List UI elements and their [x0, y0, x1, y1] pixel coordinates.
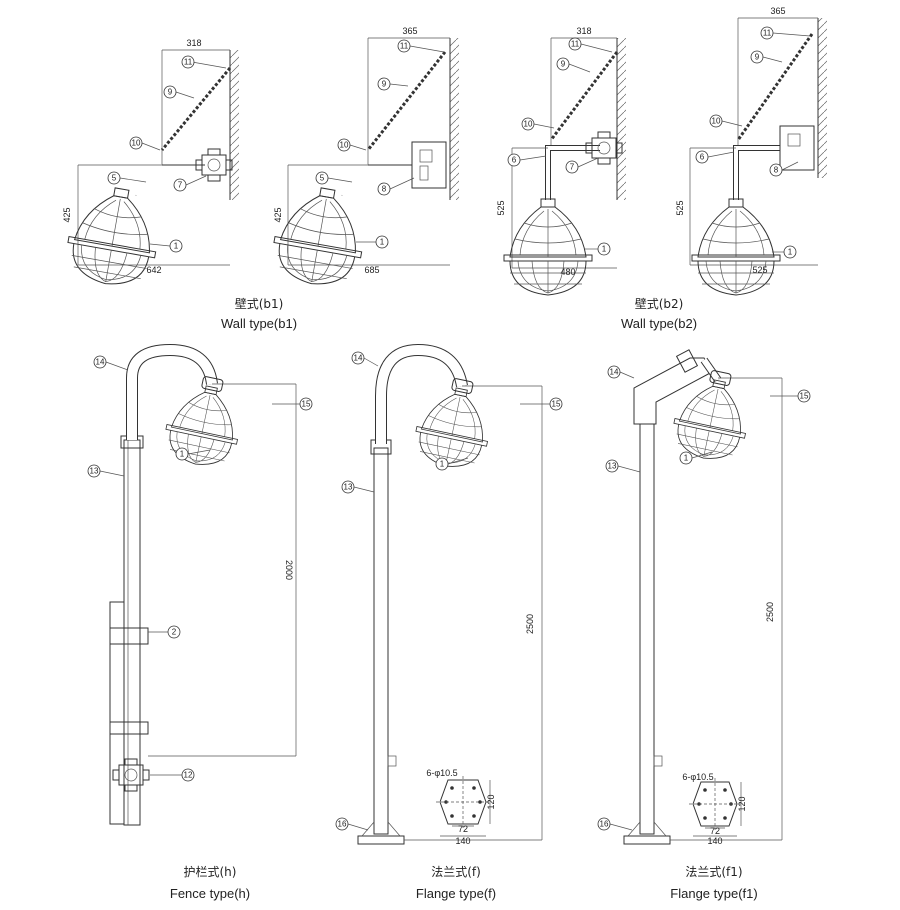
svg-text:7: 7 [178, 181, 183, 190]
svg-text:2: 2 [172, 628, 177, 637]
svg-text:1: 1 [180, 450, 185, 459]
dim-525-width: 525 [752, 265, 767, 275]
svg-text:14: 14 [96, 358, 105, 367]
dim-425-b1-alt: 425 [273, 207, 283, 222]
wall-b2-drawing [503, 37, 626, 296]
wall-b2-alt-drawing [689, 17, 827, 296]
callouts-flange: 14 15 1 13 16 [335, 351, 563, 831]
svg-text:8: 8 [382, 185, 387, 194]
callouts-b2-alt: 11 9 10 6 8 1 [695, 26, 811, 259]
caption-fence-zh: 护栏式(h) [184, 864, 237, 879]
dim-2500-f1: 2500 [765, 602, 775, 622]
svg-text:11: 11 [400, 42, 409, 51]
svg-text:9: 9 [561, 60, 566, 69]
svg-text:12: 12 [184, 771, 193, 780]
svg-text:10: 10 [712, 117, 721, 126]
svg-text:9: 9 [755, 53, 760, 62]
callouts-fence: 14 15 1 13 2 12 [87, 355, 313, 782]
svg-text:9: 9 [168, 88, 173, 97]
svg-text:7: 7 [570, 163, 575, 172]
flange-140-f1: 140 [707, 836, 722, 846]
dim-480: 480 [560, 267, 575, 277]
svg-text:1: 1 [602, 245, 607, 254]
dim-365-b2: 365 [770, 6, 785, 16]
caption-wall-b1-en: Wall type(b1) [221, 316, 297, 331]
svg-text:15: 15 [800, 392, 809, 401]
callouts-b2: 11 9 10 6 7 1 [507, 37, 613, 256]
wall-b1-drawing [61, 49, 239, 292]
flange-plate-f [436, 776, 491, 837]
dim-2500-f: 2500 [525, 614, 535, 634]
caption-flange-zh: 法兰式(f) [431, 865, 481, 879]
svg-text:13: 13 [608, 462, 617, 471]
caption-flange-en: Flange type(f) [416, 886, 496, 901]
caption-flange-f1-en: Flange type(f1) [670, 886, 757, 901]
caption-wall-b2-zh: 壁式(b2) [635, 296, 684, 311]
dim-685: 685 [364, 265, 379, 275]
svg-text:9: 9 [382, 80, 387, 89]
svg-text:15: 15 [302, 400, 311, 409]
svg-text:11: 11 [184, 58, 193, 67]
svg-text:1: 1 [440, 460, 445, 469]
svg-text:13: 13 [344, 483, 353, 492]
svg-text:1: 1 [788, 248, 793, 257]
svg-text:1: 1 [684, 454, 689, 463]
caption-wall-b1-zh: 壁式(b1) [235, 296, 284, 311]
callouts-flange-f1: 14 15 1 13 16 [597, 365, 811, 831]
flange-hole-f1: 6-φ10.5 [682, 772, 713, 782]
dim-318-b2: 318 [576, 26, 591, 36]
svg-text:6: 6 [700, 153, 705, 162]
svg-text:16: 16 [338, 820, 347, 829]
flange-f1-drawing [623, 349, 783, 845]
dim-318-b1: 318 [186, 38, 201, 48]
flange-plate-f1 [689, 778, 742, 837]
caption-wall-b2-en: Wall type(b2) [621, 316, 697, 331]
svg-text:10: 10 [524, 120, 533, 129]
dim-425-b1: 425 [62, 207, 72, 222]
svg-text:11: 11 [763, 29, 772, 38]
svg-text:6: 6 [512, 156, 517, 165]
caption-flange-f1-zh: 法兰式(f1) [685, 865, 742, 879]
dim-365-b1: 365 [402, 26, 417, 36]
svg-text:15: 15 [552, 400, 561, 409]
dim-2000: 2000 [284, 560, 294, 580]
svg-text:13: 13 [90, 467, 99, 476]
flange-140-f: 140 [455, 836, 470, 846]
svg-text:10: 10 [132, 139, 141, 148]
dim-525-b2: 525 [496, 200, 506, 215]
wall-b1-alt-drawing [267, 37, 459, 292]
flange-type-drawing [357, 343, 543, 845]
fence-type-drawing [109, 343, 297, 826]
svg-text:10: 10 [340, 141, 349, 150]
dim-642: 642 [146, 265, 161, 275]
svg-text:14: 14 [610, 368, 619, 377]
svg-text:11: 11 [571, 40, 580, 49]
flange-120-f: 120 [486, 794, 496, 809]
flange-72-f: 72 [458, 824, 468, 834]
callouts-b1-alt: 11 9 10 5 8 1 [315, 39, 445, 249]
dim-525-b2-alt: 525 [675, 200, 685, 215]
callouts-b1: 11 9 10 5 7 1 [107, 55, 227, 253]
flange-120-f1: 120 [737, 796, 747, 811]
caption-fence-en: Fence type(h) [170, 886, 250, 901]
svg-text:16: 16 [600, 820, 609, 829]
svg-text:14: 14 [354, 354, 363, 363]
svg-text:1: 1 [380, 238, 385, 247]
svg-text:5: 5 [320, 174, 325, 183]
svg-text:5: 5 [112, 174, 117, 183]
flange-hole-f: 6-φ10.5 [426, 768, 457, 778]
svg-text:8: 8 [774, 166, 779, 175]
flange-72-f1: 72 [710, 826, 720, 836]
svg-text:1: 1 [174, 242, 179, 251]
